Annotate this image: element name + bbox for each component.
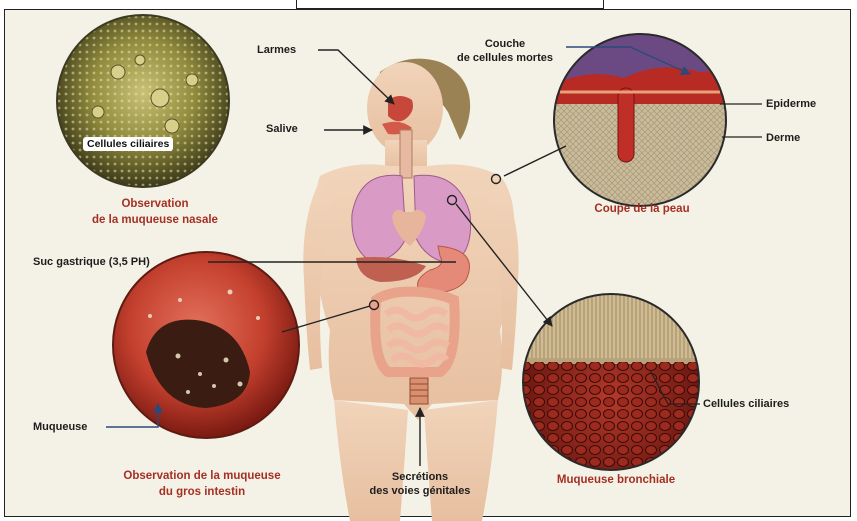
human-body (303, 59, 518, 521)
label-salive: Salive (266, 122, 298, 136)
caption-nasal-line1: Observation (80, 196, 230, 212)
caption-intestin-line2: du gros intestin (92, 484, 312, 500)
label-secretions: Secrétions des voies génitales (352, 470, 488, 498)
bronchial-mucosa-micrograph (523, 294, 699, 472)
caption-bronchiale: Muqueuse bronchiale (536, 472, 696, 488)
caption-intestin: Observation de la muqueuse du gros intes… (92, 468, 312, 500)
caption-peau: Coupe de la peau (572, 201, 712, 217)
label-couche-line2: de cellules mortes (440, 51, 570, 65)
nasal-mucosa-micrograph (57, 15, 229, 187)
label-cellules-ciliaires-bronchiale: Cellules ciliaires (703, 397, 789, 411)
caption-intestin-line1: Observation de la muqueuse (92, 468, 312, 484)
skin-section-micrograph (554, 34, 726, 206)
label-secretions-line1: Secrétions (352, 470, 488, 484)
label-couche-cellules-mortes: Couche de cellules mortes (440, 37, 570, 65)
label-secretions-line2: des voies génitales (352, 484, 488, 498)
label-larmes: Larmes (257, 43, 296, 57)
label-suc-gastrique: Suc gastrique (3,5 PH) (33, 255, 150, 269)
tag-cellules-ciliaires-nasal: Cellules ciliaires (83, 137, 173, 151)
label-muqueuse: Muqueuse (33, 420, 87, 434)
caption-nasal: Observation de la muqueuse nasale (80, 196, 230, 228)
label-epiderme: Epiderme (766, 97, 816, 111)
caption-nasal-line2: de la muqueuse nasale (80, 212, 230, 228)
label-couche-line1: Couche (440, 37, 570, 51)
intestine-mucosa-micrograph (113, 252, 299, 438)
label-derme: Derme (766, 131, 800, 145)
